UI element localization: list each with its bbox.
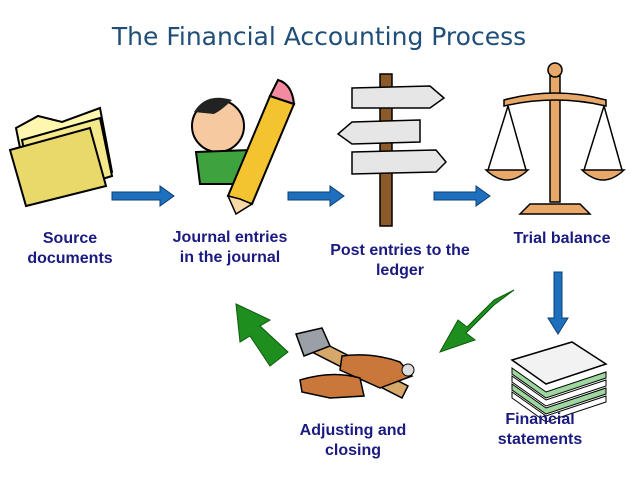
- arrow-post-to-trial: [433, 185, 491, 207]
- step-adjusting-closing: Adjusting and closing: [299, 422, 407, 459]
- arrow-journal-to-post: [287, 185, 345, 207]
- arrow-trial-to-financial: [547, 271, 569, 335]
- step-post-entries: Post entries to the ledger: [330, 242, 470, 279]
- page-title: The Financial Accounting Process: [111, 22, 527, 51]
- pencil-writer-icon: [191, 78, 296, 216]
- folder-icon: [8, 106, 114, 208]
- signpost-icon: [336, 73, 448, 227]
- step-financial-statements: Financial statements: [497, 411, 583, 448]
- step-source-documents: Source documents: [27, 230, 113, 267]
- arrow-adjusting-to-journal: [235, 303, 289, 367]
- scales-icon: [484, 62, 626, 215]
- step-trial-balance: Trial balance: [513, 230, 611, 247]
- paper-stack-icon: [510, 341, 608, 423]
- step-journal-entries: Journal entries in the journal: [172, 229, 288, 266]
- arrow-trial-to-adjusting: [438, 289, 515, 353]
- hammer-icon: [295, 327, 415, 400]
- arrow-source-to-journal: [111, 185, 175, 207]
